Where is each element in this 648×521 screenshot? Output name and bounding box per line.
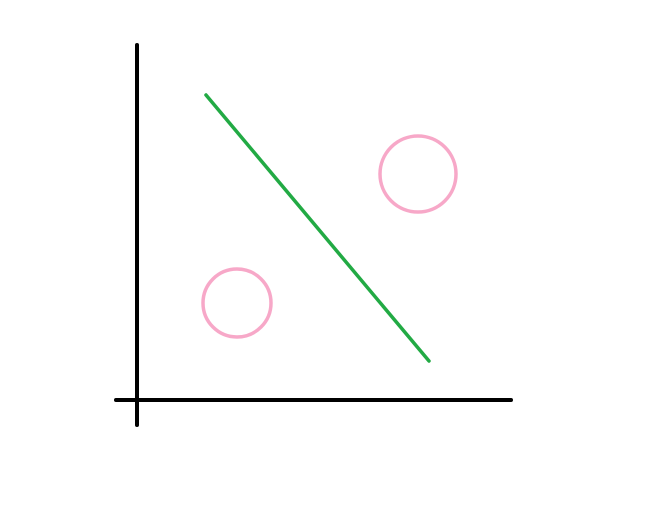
circle-upper-right xyxy=(378,134,458,214)
circle-lower-left xyxy=(201,267,273,339)
diagonal-divider-line xyxy=(204,93,431,363)
